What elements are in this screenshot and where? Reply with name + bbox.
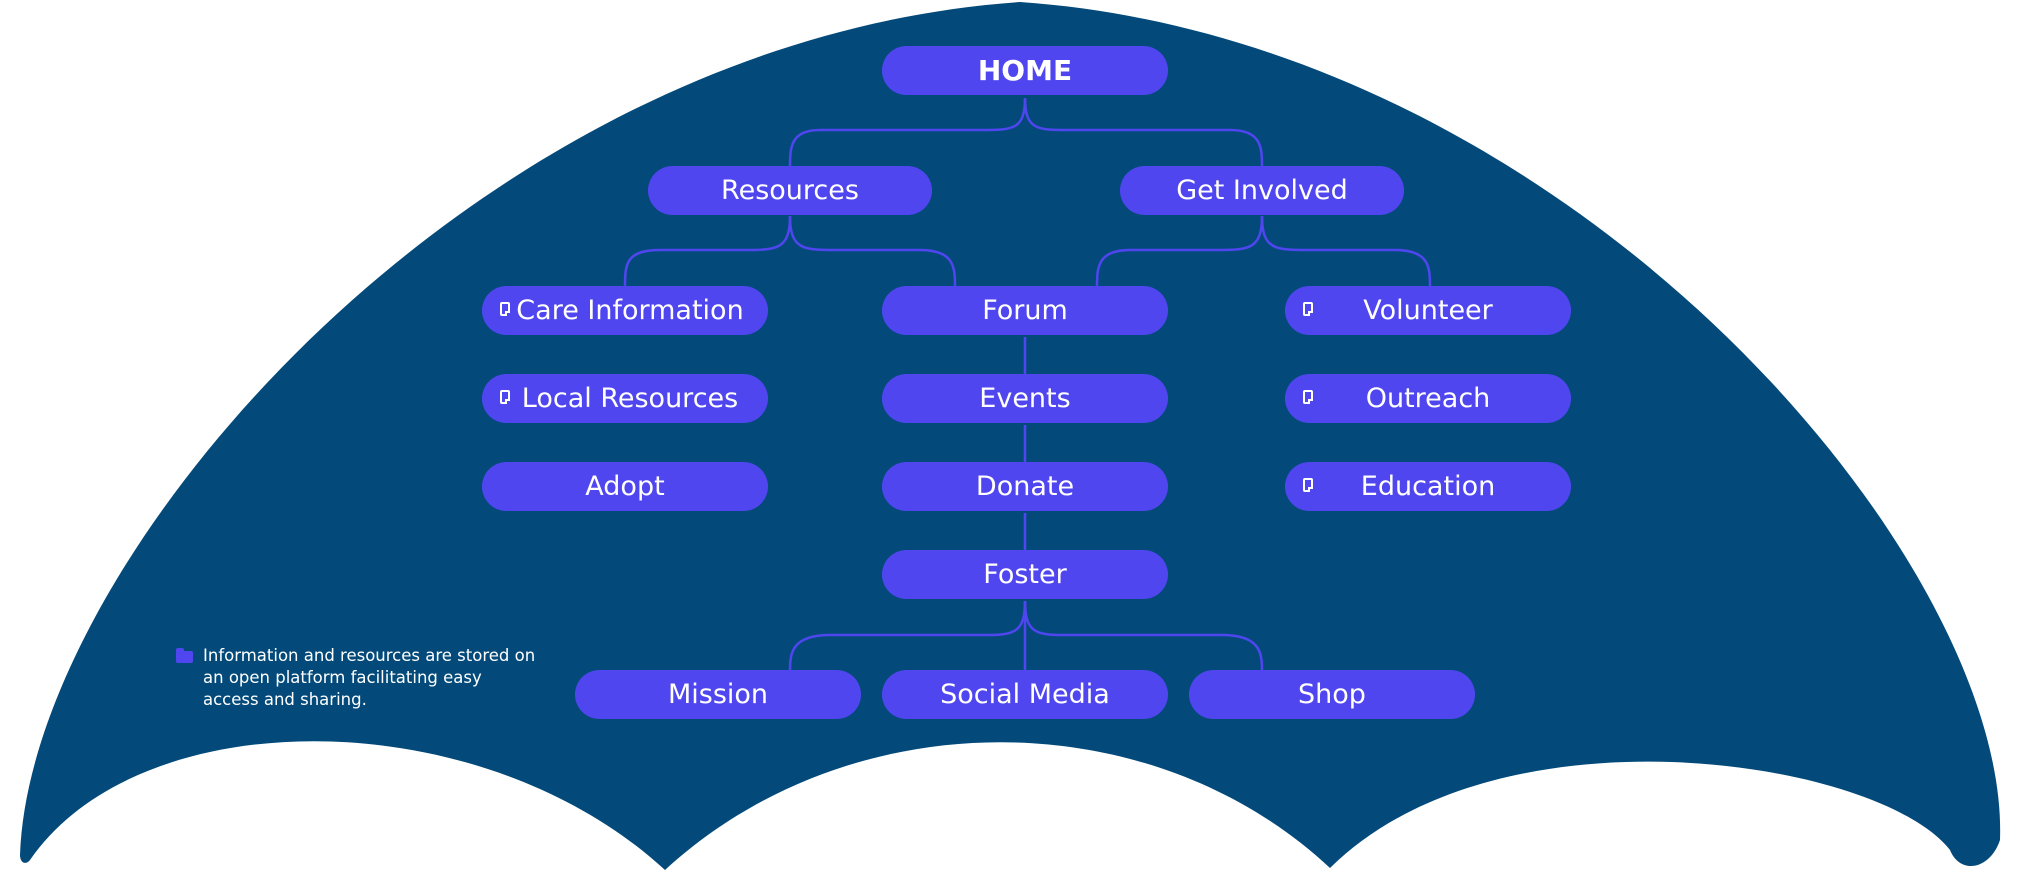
node-education-label: Education — [1360, 471, 1496, 502]
node-get-involved[interactable]: Get Involved — [1120, 166, 1404, 215]
node-mission[interactable]: Mission — [575, 670, 861, 719]
node-shop[interactable]: Shop — [1189, 670, 1475, 719]
document-icon — [500, 302, 510, 316]
connector-home-getinvolved — [1023, 97, 1264, 169]
node-local-resources[interactable]: Local Resources — [482, 374, 768, 423]
node-care-information[interactable]: Care Information — [482, 286, 768, 335]
legend-text: Information and resources are stored on … — [203, 646, 536, 709]
node-home-label: HOME — [977, 54, 1073, 87]
node-home[interactable]: HOME — [882, 46, 1168, 95]
document-icon — [1303, 390, 1313, 404]
connector-getinvolved-forum — [1095, 215, 1264, 289]
node-foster-label: Foster — [983, 559, 1067, 590]
node-events[interactable]: Events — [882, 374, 1168, 423]
node-forum[interactable]: Forum — [882, 286, 1168, 335]
node-donate[interactable]: Donate — [882, 462, 1168, 511]
node-volunteer[interactable]: Volunteer — [1285, 286, 1571, 335]
connector-resources-care — [623, 215, 792, 289]
connector-home-resources — [788, 97, 1027, 169]
connector-resources-forum — [788, 215, 957, 289]
connector-getinvolved-volunteer — [1260, 215, 1432, 289]
node-mission-label: Mission — [667, 679, 769, 710]
document-icon — [1303, 478, 1313, 492]
document-icon — [1303, 302, 1313, 316]
document-icon — [500, 390, 510, 404]
node-events-label: Events — [979, 383, 1071, 414]
node-education[interactable]: Education — [1285, 462, 1571, 511]
node-volunteer-label: Volunteer — [1363, 295, 1493, 326]
node-outreach-label: Outreach — [1365, 383, 1491, 414]
node-social-media[interactable]: Social Media — [882, 670, 1168, 719]
node-adopt[interactable]: Adopt — [482, 462, 768, 511]
node-forum-label: Forum — [982, 295, 1068, 326]
node-donate-label: Donate — [975, 471, 1075, 502]
node-foster[interactable]: Foster — [882, 550, 1168, 599]
node-get-involved-label: Get Involved — [1176, 175, 1348, 206]
node-care-information-label: Care Information — [516, 295, 744, 326]
node-resources-label: Resources — [721, 175, 859, 206]
node-outreach[interactable]: Outreach — [1285, 374, 1571, 423]
folder-icon — [176, 648, 193, 663]
node-resources[interactable]: Resources — [648, 166, 932, 215]
legend: Information and resources are stored on … — [176, 645, 536, 711]
connector-foster-mission — [788, 600, 1027, 673]
node-shop-label: Shop — [1298, 679, 1366, 710]
connector-foster-shop — [1023, 600, 1264, 673]
node-local-resources-label: Local Resources — [521, 383, 739, 414]
connectors — [623, 97, 1432, 673]
node-adopt-label: Adopt — [585, 471, 665, 502]
node-social-media-label: Social Media — [940, 679, 1110, 710]
umbrella-canopy — [20, 2, 2001, 870]
